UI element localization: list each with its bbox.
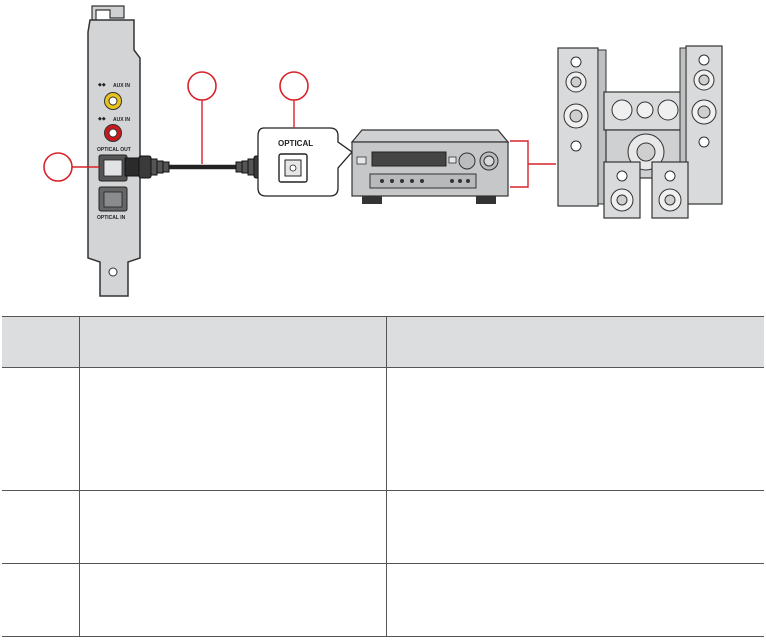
table-cell: [385, 563, 764, 637]
card-label-aux-in-1: AUX IN: [113, 83, 130, 89]
speaker-system-icon: [557, 45, 723, 219]
connection-diagram: ◆◆ AUX IN ◆◆ AUX IN OPTICAL OUT OPTICAL …: [43, 5, 723, 297]
table-cell: [385, 367, 764, 491]
receiver-to-speakers-bracket: [510, 140, 556, 188]
callout-marker-receiver-input: [279, 71, 309, 128]
table-header-item: [78, 316, 387, 368]
table-cell: [385, 490, 764, 564]
table-cell: [2, 367, 80, 491]
callout-marker-optical-out: [43, 152, 99, 182]
table-header-row: [2, 316, 764, 368]
table-header-number: [2, 316, 80, 368]
optical-input-callout: OPTICAL: [257, 127, 353, 197]
optical-in-port: OPTICAL IN: [97, 186, 128, 221]
connection-steps-table: [2, 316, 764, 637]
aux-in-yellow-jack: ◆◆ AUX IN: [98, 82, 130, 110]
table-cell: [2, 490, 80, 564]
svg-text:◆◆: ◆◆: [98, 82, 106, 88]
table-header-description: [385, 316, 764, 368]
aux-in-red-jack: ◆◆ AUX IN: [98, 116, 130, 142]
callout-optical-label: OPTICAL: [278, 139, 313, 148]
table-row: [2, 490, 764, 564]
table-row: [2, 563, 764, 637]
card-label-aux-in-2: AUX IN: [113, 117, 130, 123]
card-label-optical-out: OPTICAL OUT: [97, 147, 131, 153]
card-label-optical-in: OPTICAL IN: [97, 215, 126, 221]
av-receiver-icon: [350, 129, 510, 204]
table-cell: [78, 490, 387, 564]
table-row: [2, 367, 764, 491]
callout-marker-cable: [187, 71, 217, 164]
table-cell: [2, 563, 80, 637]
svg-text:◆◆: ◆◆: [98, 116, 106, 122]
table-cell: [78, 563, 387, 637]
table-cell: [78, 367, 387, 491]
optical-cable-icon: [124, 155, 275, 179]
